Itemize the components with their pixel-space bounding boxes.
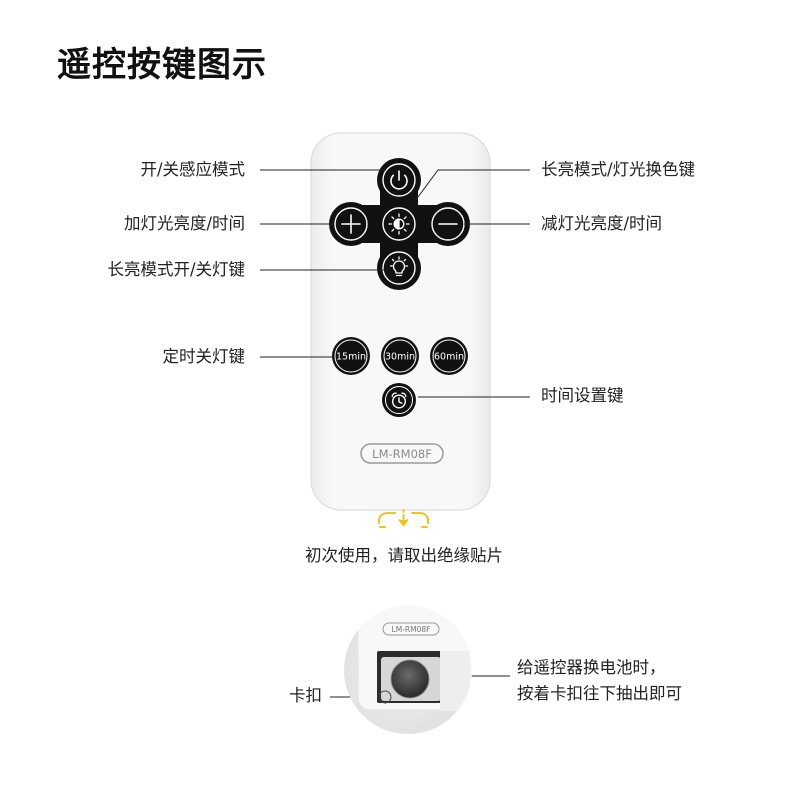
- callout-color-switch: 长亮模式/灯光换色键: [541, 160, 696, 179]
- callout-brightness-up: 加灯光亮度/时间: [123, 214, 245, 233]
- photo-model-label: LM-RM08F: [392, 625, 431, 634]
- model-plate: LM-RM08F: [360, 443, 444, 464]
- steady-on-button: [382, 251, 416, 285]
- sun-icon: [388, 213, 410, 235]
- insulation-note: 初次使用，请取出绝缘贴片: [305, 546, 503, 565]
- light-mode-button: [382, 207, 416, 241]
- timer-button-30: 30min: [381, 337, 419, 375]
- clip-label: 卡扣: [289, 686, 322, 705]
- callout-power-sensor: 开/关感应模式: [140, 160, 245, 179]
- bulb-icon: [389, 256, 409, 277]
- time-set-button: [382, 383, 416, 417]
- coin-battery: [391, 660, 429, 698]
- callout-brightness-down: 减灯光亮度/时间: [541, 214, 663, 233]
- battery-photo: LM-RM08F: [344, 606, 472, 734]
- leader-color-switch: [414, 169, 530, 202]
- page-title: 遥控按键图示: [57, 45, 267, 85]
- callout-time-set: 时间设置键: [541, 386, 624, 405]
- model-label: LM-RM08F: [372, 447, 432, 461]
- plus-icon: [341, 214, 361, 234]
- down-arrow-icon: [398, 509, 409, 527]
- battery-instruction-line-2: 按着卡扣往下抽出即可: [517, 684, 682, 703]
- insulation-tab: [377, 509, 430, 528]
- timer-button-15: 15min: [332, 337, 370, 375]
- brightness-up-button: [334, 207, 368, 241]
- callout-steady-on: 长亮模式开/关灯键: [107, 260, 245, 279]
- timer-button-60: 60min: [430, 337, 468, 375]
- timer-label: 15min: [336, 352, 366, 363]
- timer-label: 60min: [434, 352, 464, 363]
- timer-label: 30min: [385, 352, 415, 363]
- power-button: [382, 163, 416, 197]
- alarm-clock-icon: [391, 392, 407, 409]
- clip-marker: [378, 690, 392, 704]
- power-icon: [390, 170, 408, 190]
- callout-timer-off: 定时关灯键: [162, 347, 246, 366]
- battery-instruction-line-1: 给遥控器换电池时，: [517, 658, 666, 677]
- leader-lines: [260, 169, 530, 698]
